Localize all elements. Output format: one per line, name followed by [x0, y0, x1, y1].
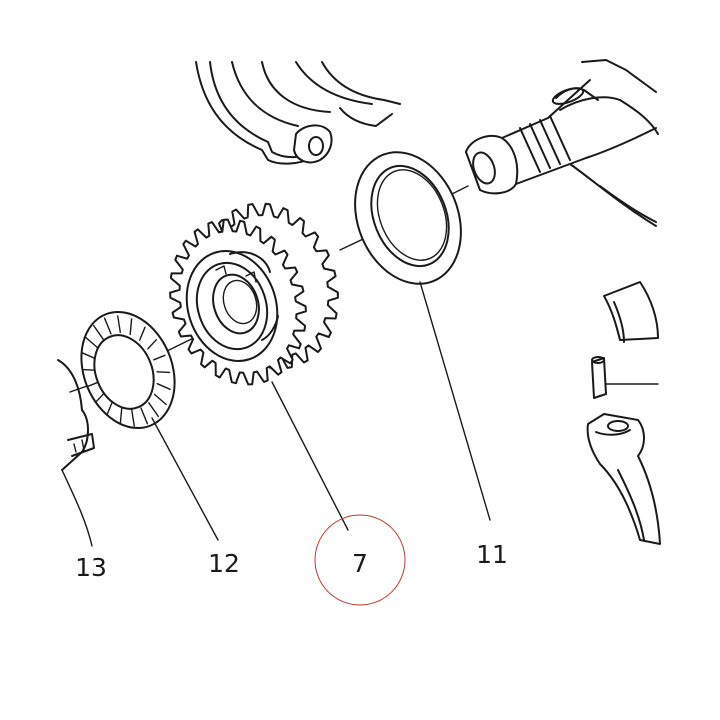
- washer-rib: [130, 409, 136, 427]
- leader-lines: [61, 281, 491, 547]
- washer-rib: [116, 315, 122, 333]
- callout-11: 11: [476, 540, 508, 569]
- washer-rib: [147, 339, 158, 350]
- callout-7: 7: [352, 549, 368, 578]
- leader-11: [419, 281, 491, 521]
- washer-rib: [156, 383, 171, 390]
- washer-rib: [103, 317, 112, 335]
- bearing-shell-right: [603, 281, 659, 343]
- washer-rib: [129, 318, 133, 336]
- callout-13: 13: [75, 553, 107, 582]
- thrust-washer-11: [354, 151, 462, 285]
- rod-cap-right: [586, 413, 661, 545]
- callout-12: 12: [208, 549, 240, 578]
- washer-rib: [153, 354, 166, 361]
- washer-rib: [94, 392, 105, 403]
- washer-rib: [140, 407, 149, 425]
- washer-rib: [81, 352, 96, 359]
- washer-ribs: [81, 315, 171, 427]
- leader-13: [61, 469, 93, 547]
- leader-12: [151, 417, 219, 541]
- washer-rib: [92, 324, 104, 340]
- washer-rib: [148, 402, 160, 418]
- washer-rib: [86, 381, 99, 388]
- crankshaft-stub: [465, 59, 659, 227]
- leader-7: [271, 381, 349, 531]
- bearing-cap-top: [195, 61, 401, 165]
- washer-rib: [156, 371, 171, 374]
- callout-7-highlight: [314, 514, 406, 606]
- washer-rib: [81, 368, 96, 371]
- washer-rib: [106, 401, 114, 416]
- dowel-pin: [591, 356, 659, 399]
- part-13-shaft: [57, 359, 95, 471]
- washer-rib: [153, 393, 167, 406]
- washer-rib: [138, 326, 146, 341]
- washer-rib: [119, 406, 123, 424]
- gear-7: [169, 202, 339, 386]
- washer-12: [80, 310, 176, 430]
- washer-rib: [85, 336, 99, 349]
